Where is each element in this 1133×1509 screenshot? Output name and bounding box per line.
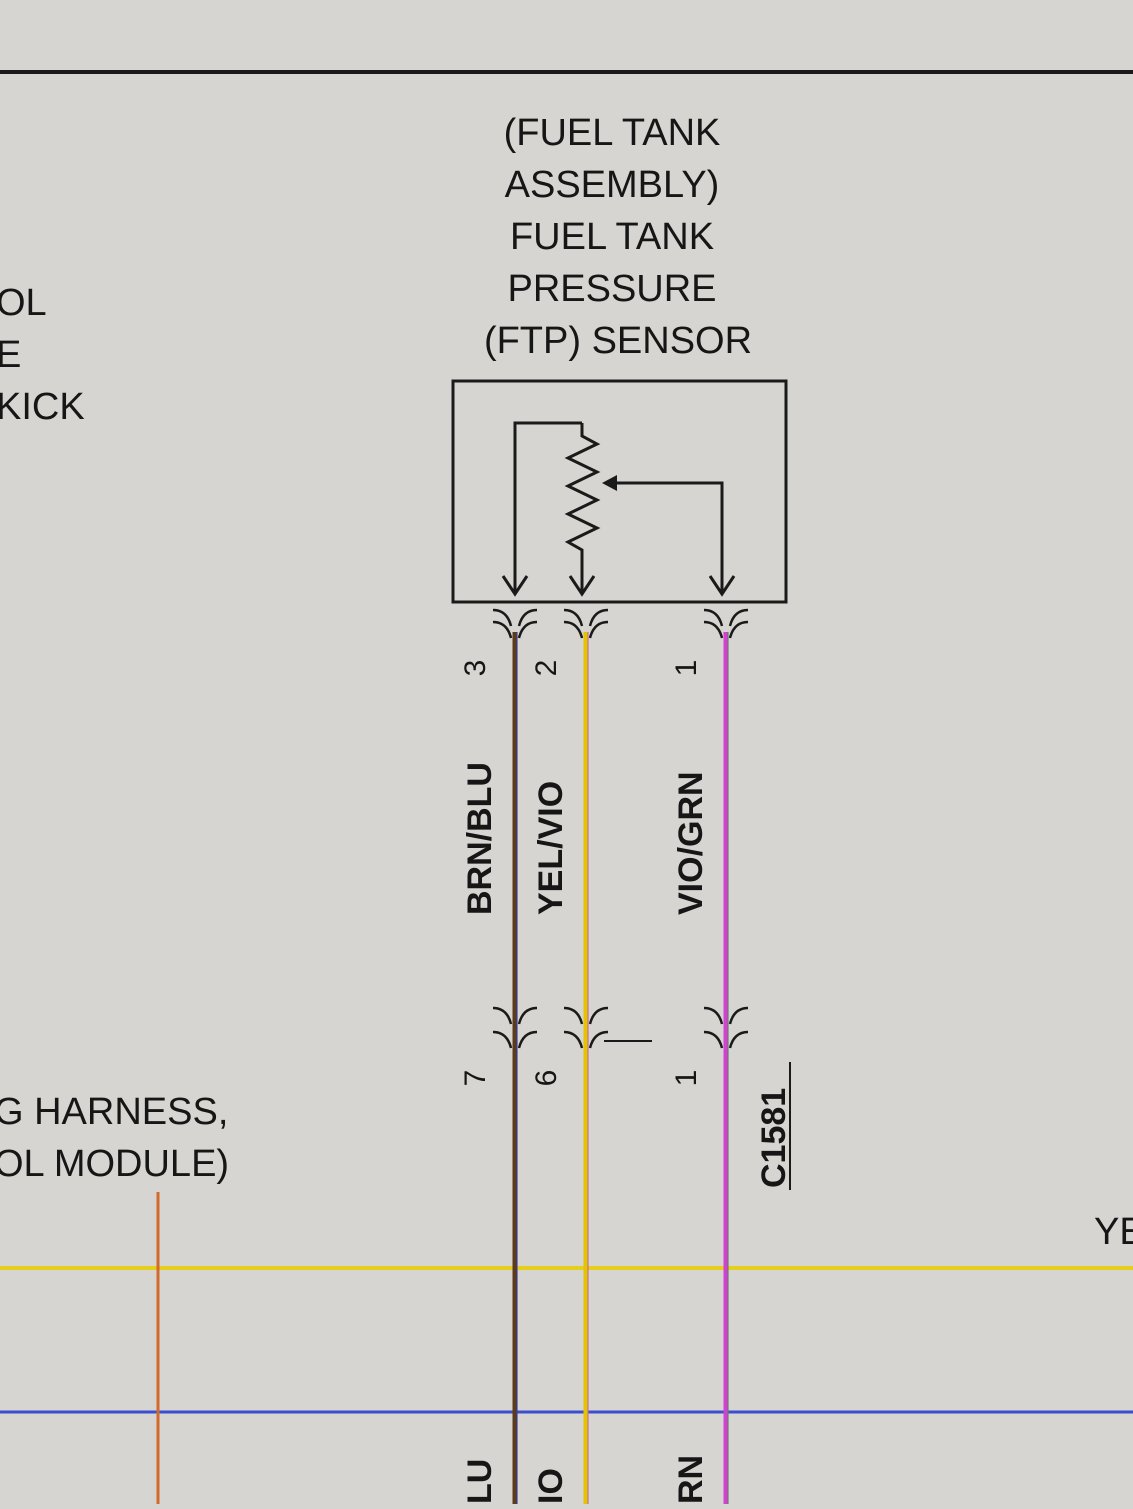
wire-color-code: YEL/VIO <box>532 781 570 915</box>
sensor-box <box>451 379 788 604</box>
top-pin-number: 2 <box>530 660 563 677</box>
bottom-connector-icon <box>492 1030 538 1049</box>
left-fragment-upper-3: KICK <box>0 386 85 428</box>
bottom-connector-icon <box>563 1006 609 1025</box>
sensor-internal-lead-pin3 <box>513 421 582 592</box>
bottom-connector-icon <box>703 1030 749 1049</box>
bottom-connector-icon <box>703 1006 749 1025</box>
top-connector-icon <box>492 608 538 627</box>
wire-color-code: BRN/BLU <box>461 762 499 915</box>
bottom-color-fragment: RN <box>672 1455 710 1504</box>
arrow-pin1-icon <box>708 575 736 597</box>
bottom-pin-number: 1 <box>670 1070 703 1087</box>
top-connector-icon <box>703 620 749 639</box>
wire-color-code: VIO/GRN <box>672 771 710 915</box>
bottom-color-fragment: LU <box>461 1459 499 1504</box>
top-connector-icon <box>703 608 749 627</box>
right-fragment-label: YE <box>1094 1211 1133 1253</box>
bottom-connector-icon <box>563 1030 609 1049</box>
component-title-line-1: (FUEL TANK <box>504 112 721 154</box>
connector-label: C1581 <box>755 1088 793 1188</box>
resistor-zigzag <box>564 423 601 592</box>
top-pin-number: 1 <box>670 660 703 677</box>
arrow-pin2-icon <box>568 575 596 597</box>
component-title-line-2: ASSEMBLY) <box>505 164 720 206</box>
bottom-pin-number: 6 <box>530 1070 563 1087</box>
left-fragment-lower-2: OL MODULE) <box>0 1143 229 1185</box>
top-connector-icon <box>563 620 609 639</box>
top-pin-number: 3 <box>459 660 492 677</box>
wiper-arrow-icon <box>602 475 617 491</box>
component-title-line-3: FUEL TANK <box>510 216 714 258</box>
left-fragment-upper-1: OL <box>0 282 47 324</box>
top-connector-icon <box>492 620 538 639</box>
left-fragment-upper-2: E <box>0 334 21 376</box>
arrow-pin3-icon <box>501 575 529 597</box>
top-connector-icon <box>563 608 609 627</box>
component-title-line-5: (FTP) SENSOR <box>484 320 752 362</box>
bottom-pin-number: 7 <box>459 1070 492 1087</box>
component-title-line-4: PRESSURE <box>507 268 716 310</box>
bottom-connector-icon <box>492 1006 538 1025</box>
bottom-color-fragment: IO <box>532 1468 570 1504</box>
left-fragment-lower-1: G HARNESS, <box>0 1091 228 1133</box>
sensor-wiper-lead-pin1 <box>606 481 724 592</box>
